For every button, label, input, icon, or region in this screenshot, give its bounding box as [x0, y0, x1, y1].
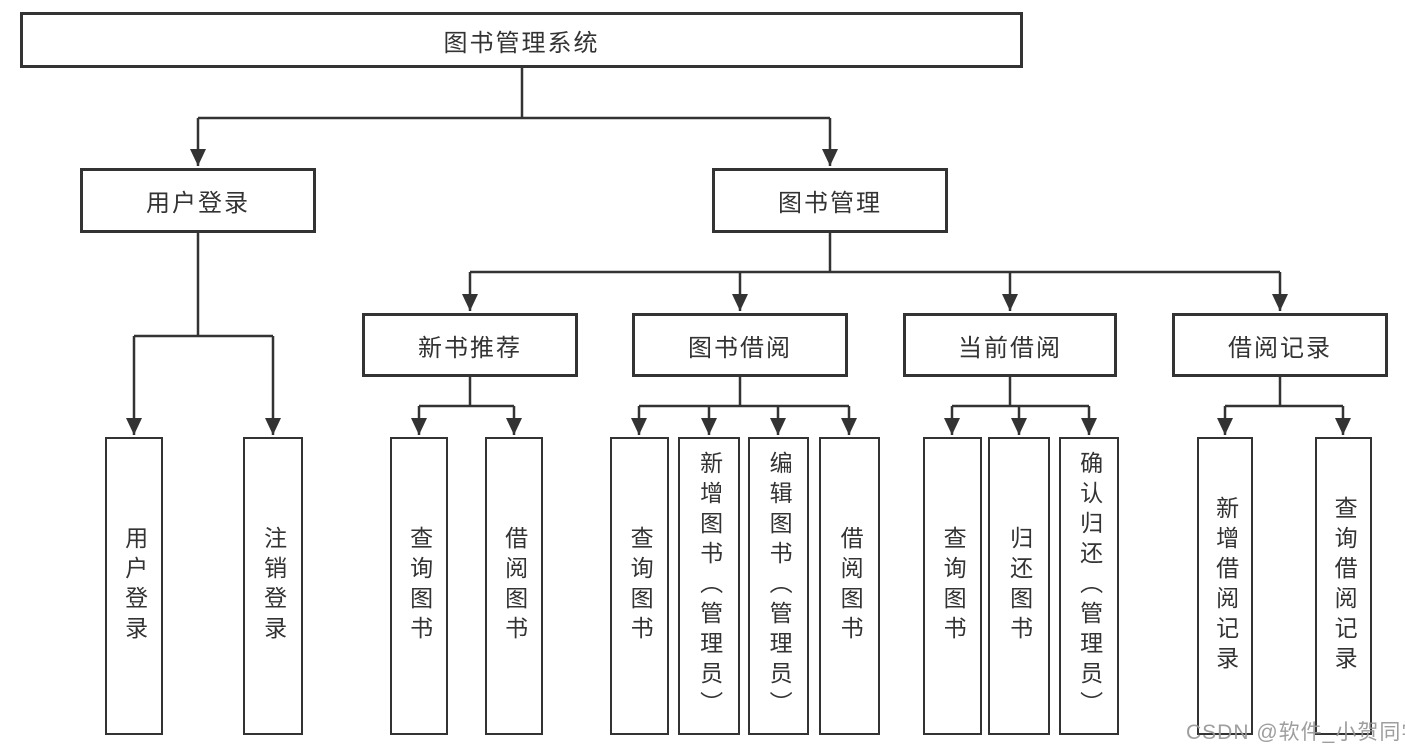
leaf-recommend-query-books: 查询图书	[390, 437, 448, 735]
leaf-logout: 注销登录	[243, 437, 303, 735]
node-current-borrow: 当前借阅	[903, 313, 1117, 377]
node-borrow-records: 借阅记录	[1172, 313, 1388, 377]
leaf-borrow-query-books: 查询图书	[610, 437, 669, 735]
leaf-current-query-books: 查询图书	[923, 437, 982, 735]
node-new-book-recommend: 新书推荐	[362, 313, 578, 377]
node-user-login: 用户登录	[80, 168, 316, 233]
leaf-borrow-query-books-label: 查询图书	[627, 526, 654, 646]
leaf-current-confirm-return-admin-label: 确认归还（管理员）	[1076, 451, 1103, 721]
leaf-current-return-books: 归还图书	[988, 437, 1050, 735]
leaf-current-query-books-label: 查询图书	[940, 526, 967, 646]
node-book-management: 图书管理	[712, 168, 948, 233]
leaf-records-query-record-label: 查询借阅记录	[1331, 496, 1358, 676]
leaf-recommend-borrow-books-label: 借阅图书	[501, 526, 528, 646]
leaf-current-return-books-label: 归还图书	[1006, 526, 1033, 646]
leaf-logout-label: 注销登录	[260, 526, 287, 646]
leaf-current-confirm-return-admin: 确认归还（管理员）	[1059, 437, 1119, 735]
leaf-user-login-label: 用户登录	[121, 526, 148, 646]
leaf-borrow-add-books-admin-label: 新增图书（管理员）	[696, 451, 723, 721]
leaf-records-add-record: 新增借阅记录	[1197, 437, 1253, 735]
leaf-borrow-add-books-admin: 新增图书（管理员）	[678, 437, 740, 735]
csdn-watermark: CSDN @软件_小贺同学	[1186, 721, 1405, 744]
leaf-records-query-record: 查询借阅记录	[1315, 437, 1372, 735]
leaf-recommend-borrow-books: 借阅图书	[485, 437, 543, 735]
leaf-borrow-edit-books-admin-label: 编辑图书（管理员）	[766, 451, 793, 721]
leaf-records-add-record-label: 新增借阅记录	[1212, 496, 1239, 676]
leaf-borrow-edit-books-admin: 编辑图书（管理员）	[748, 437, 809, 735]
node-book-borrow: 图书借阅	[632, 313, 848, 377]
leaf-user-login: 用户登录	[105, 437, 163, 735]
leaf-borrow-borrow-books: 借阅图书	[819, 437, 880, 735]
leaf-borrow-borrow-books-label: 借阅图书	[837, 526, 864, 646]
leaf-recommend-query-books-label: 查询图书	[406, 526, 433, 646]
node-library-management-system: 图书管理系统	[20, 12, 1023, 68]
